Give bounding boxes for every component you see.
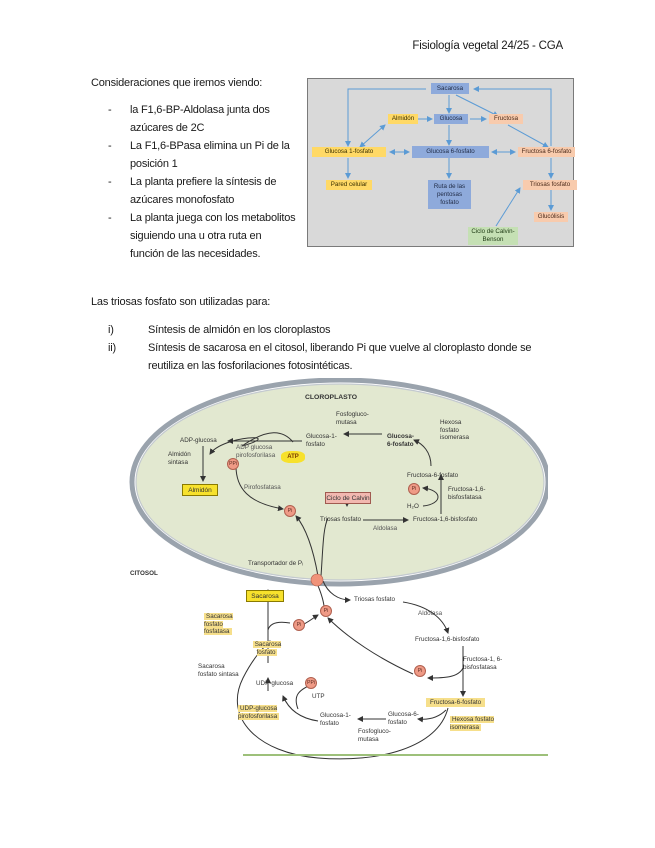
label-utp: UTP bbox=[312, 693, 325, 700]
node-fructosa: Fructosa bbox=[489, 114, 523, 124]
highlighted-text: Hexosa fosfato isomerasa bbox=[450, 716, 495, 731]
list-number: ii) bbox=[108, 342, 116, 354]
label-sacarosa-fosfato-fosfatasa: Sacarosa fosfato fosfatasa bbox=[204, 613, 244, 636]
list-item: - La planta juega con los metabolitos sig… bbox=[108, 209, 298, 263]
label-udp-glucosa: UDP-glucosa bbox=[256, 680, 294, 687]
node-glucosa-6-fosfato: Glucosa 6-fosfato bbox=[412, 146, 489, 158]
ppi-icon: PPi bbox=[227, 458, 239, 470]
highlighted-text: Fructosa-6-fosfato bbox=[426, 698, 486, 707]
ppi-icon: PPi bbox=[305, 677, 317, 689]
list-number: i) bbox=[108, 324, 114, 336]
list-item: - La F1,6-BPasa elimina un Pi de la posic… bbox=[108, 137, 298, 173]
highlighted-text: Sacarosa fosfato bbox=[252, 641, 282, 656]
label-hexosa-fosfato-isomerasa-cyto: Hexosa fosfato isomerasa bbox=[450, 716, 500, 731]
label-glucosa-1-fosfato-cyto: Glucosa-1-fosfato bbox=[320, 712, 351, 727]
node-pentosas-fosfato: Ruta de las pentosas fosfato bbox=[428, 180, 471, 209]
bullet: - bbox=[108, 140, 112, 152]
bullet: - bbox=[108, 176, 112, 188]
diagram-shapes bbox=[129, 378, 548, 760]
box-ciclo-calvin: Ciclo de Calvin bbox=[325, 492, 371, 504]
label-fbpasa: Fructosa-1,6-bisfosfatasa bbox=[448, 486, 486, 501]
considerations-heading: Consideraciones que iremos viendo: bbox=[91, 77, 263, 89]
list-item-text: La planta juega con los metabolitos sigu… bbox=[130, 212, 296, 260]
label-h2o: H₂O bbox=[407, 503, 419, 510]
triosas-list: i) Síntesis de almidón en los cloroplasto… bbox=[108, 321, 568, 375]
highlighted-text: Sacarosa fosfato fosfatasa bbox=[204, 613, 233, 635]
list-item: i) Síntesis de almidón en los cloroplasto… bbox=[108, 321, 568, 339]
label-fructosa-1-6-bisfosfato: Fructosa-1,6-bisfosfato bbox=[413, 516, 478, 523]
node-pared-celular: Pared celular bbox=[326, 180, 372, 190]
atp-burst-icon: ATP bbox=[281, 451, 305, 463]
label-fructosa-6-fosfato: Fructosa-6-fosfato bbox=[407, 472, 459, 479]
node-glucosa: Glucosa bbox=[434, 114, 468, 124]
triosas-heading: Las triosas fosfato son utilizadas para: bbox=[91, 296, 271, 308]
list-item-text: Síntesis de sacarosa en el citosol, libe… bbox=[148, 342, 532, 372]
box-sacarosa: Sacarosa bbox=[246, 590, 284, 602]
label-glucosa-6-fosfato: Glucosa-6-fosfato bbox=[387, 433, 414, 448]
label-sacarosa-fosfato-sintasa: Sacarosa fosfato sintasa bbox=[198, 663, 239, 678]
pi-icon: Pi bbox=[408, 483, 420, 495]
label-fbpasa-cyto: Fructosa-1, 6-bisfosfatasa bbox=[463, 656, 503, 671]
pi-icon: Pi bbox=[320, 605, 332, 617]
node-sacarosa: Sacarosa bbox=[431, 83, 469, 94]
bullet: - bbox=[108, 104, 112, 116]
label-adp-glucosa-pirofosforilasa: ADP glucosa pirofosforilasa bbox=[236, 444, 276, 459]
page-header: Fisiología vegetal 24/25 - CGA bbox=[412, 40, 563, 52]
chloroplast-stroma bbox=[135, 383, 545, 581]
list-item: - La planta prefiere la síntesis de azúca… bbox=[108, 173, 298, 209]
pi-icon: Pi bbox=[284, 505, 296, 517]
highlighted-text: UDP-glucosa pirofosforilasa bbox=[238, 705, 280, 720]
label-almidon-sintasa: Almidón sintasa bbox=[168, 451, 191, 466]
label-cloroplasto: CLOROPLASTO bbox=[305, 394, 357, 401]
list-item-text: la F1,6-BP-Aldolasa junta dos azúcares d… bbox=[130, 104, 270, 134]
label-fructosa-1-6-bisfosfato-cyto: Fructosa-1,6-bisfosfato bbox=[415, 636, 480, 643]
label-fosfoglucomutasa: Fosfogluco-mutasa bbox=[336, 411, 369, 426]
label-aldolasa-cyto: Aldolasa bbox=[418, 610, 443, 617]
node-ciclo-calvin-benson: Ciclo de Calvin-Benson bbox=[468, 227, 518, 245]
node-glucosa-1-fosfato: Glucosa 1-fosfato bbox=[312, 147, 386, 157]
label-transportador-pi: Transportador de Pᵢ bbox=[248, 560, 304, 567]
label-citosol: CITOSOL bbox=[130, 570, 158, 577]
label-triosas-fosfato: Triosas fosfato bbox=[320, 516, 362, 523]
considerations-list: - la F1,6-BP-Aldolasa junta dos azúcares … bbox=[108, 101, 298, 263]
label-fructosa-6-fosfato-cyto: Fructosa-6-fosfato bbox=[426, 698, 486, 707]
node-fructosa-6-fosfato: Fructosa 6-fosfato bbox=[518, 147, 575, 157]
label-aldolasa: Aldolasa bbox=[373, 525, 398, 532]
chloroplast-outer-membrane bbox=[129, 378, 548, 587]
node-glucolisis: Glucólisis bbox=[534, 212, 568, 222]
label-udp-glucosa-pirofosforilasa: UDP-glucosa pirofosforilasa bbox=[238, 705, 282, 720]
pi-transporter bbox=[310, 573, 324, 587]
list-item-text: La F1,6-BPasa elimina un Pi de la posici… bbox=[130, 140, 290, 170]
label-fosfoglucomutasa-cyto: Fosfogluco-mutasa bbox=[358, 728, 391, 743]
list-item: ii) Síntesis de sacarosa en el citosol, l… bbox=[108, 339, 568, 375]
label-pirofosfatasa: Pirofosfatasa bbox=[244, 484, 281, 491]
list-item-text: La planta prefiere la síntesis de azúcar… bbox=[130, 176, 277, 206]
pi-icon: Pi bbox=[414, 665, 426, 677]
node-almidon: Almidón bbox=[388, 114, 418, 124]
diagram-arrows bbox=[345, 86, 554, 227]
label-triosas-fosfato-cyto: Triosas fosfato bbox=[354, 596, 396, 603]
box-almidon: Almidón bbox=[182, 484, 218, 496]
sugar-metabolism-diagram: Sacarosa Almidón Glucosa Fructosa Glucos… bbox=[307, 78, 577, 247]
list-item: - la F1,6-BP-Aldolasa junta dos azúcares … bbox=[108, 101, 298, 137]
node-triosas-fosfato: Triosas fosfato bbox=[523, 180, 577, 190]
bullet: - bbox=[108, 212, 112, 224]
label-adp-glucosa: ADP-glucosa bbox=[180, 437, 217, 444]
label-glucosa-6-fosfato-cyto: Glucosa-6-fosfato bbox=[388, 711, 419, 726]
label-hexosa-fosfato-isomerasa: Hexosa fosfato isomerasa bbox=[440, 419, 470, 441]
label-sacarosa-fosfato: Sacarosa fosfato bbox=[250, 641, 284, 656]
pi-icon: Pi bbox=[293, 619, 305, 631]
list-item-text: Síntesis de almidón en los cloroplastos bbox=[148, 324, 331, 336]
starch-sucrose-synthesis-diagram: CLOROPLASTO CITOSOL ADP-glucosa Almidón … bbox=[118, 378, 548, 768]
label-glucosa-1-fosfato: Glucosa-1-fosfato bbox=[306, 433, 337, 448]
